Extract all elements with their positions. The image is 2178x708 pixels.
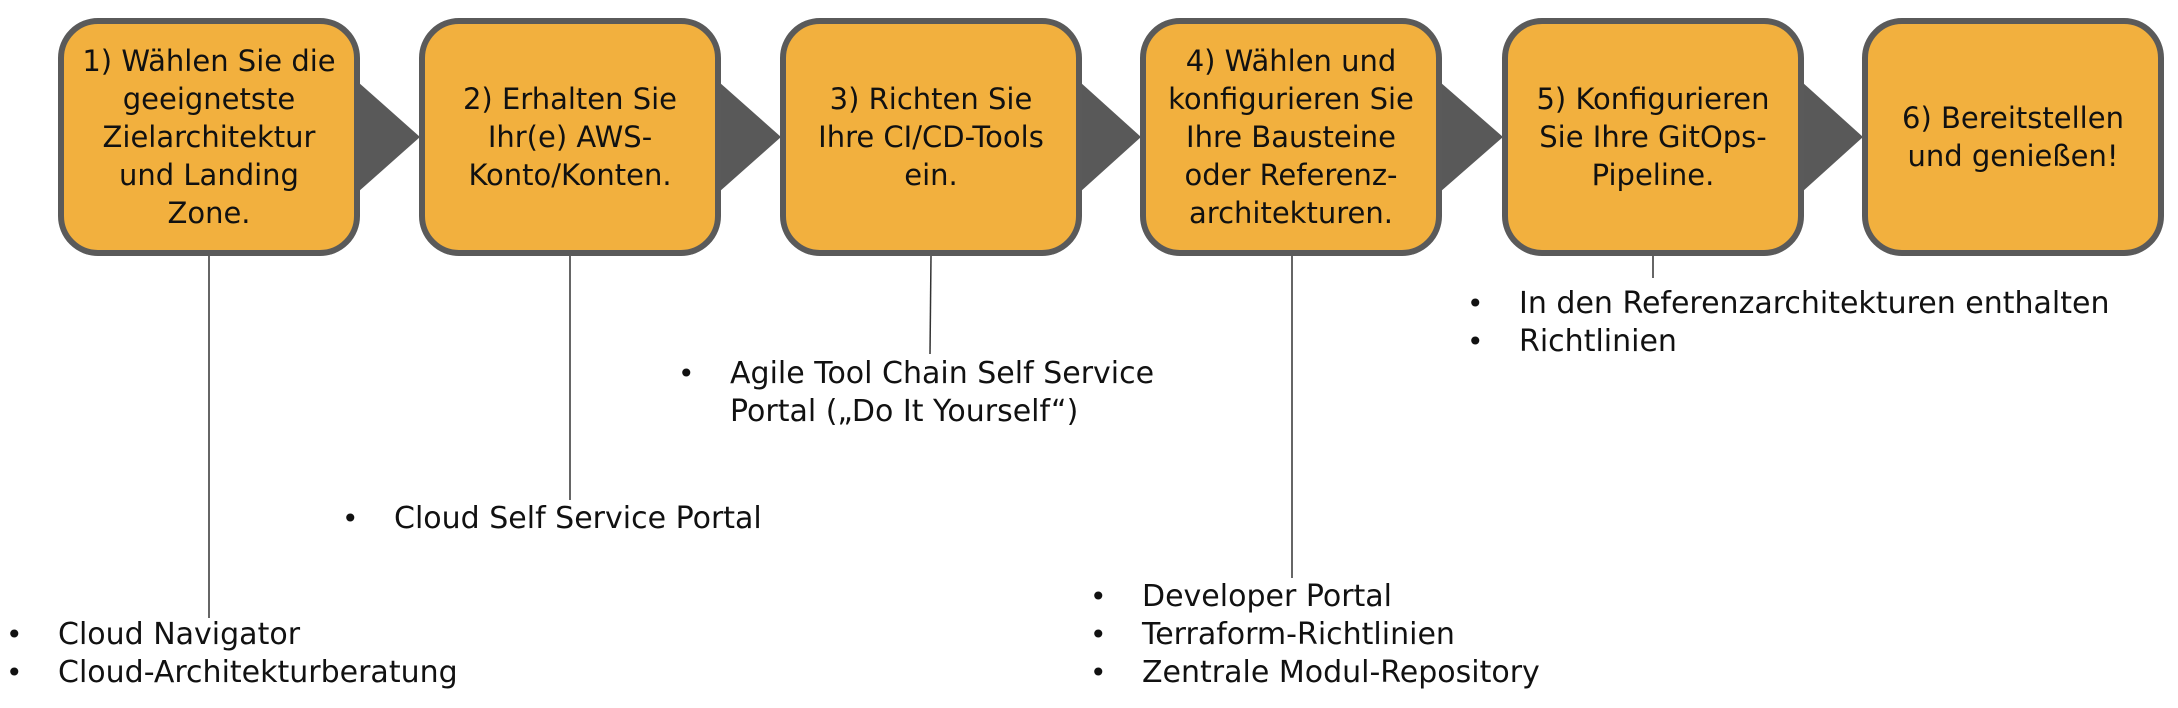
step-3-notes: Agile Tool Chain Self Service Portal („D… <box>678 355 1154 431</box>
step-3-box: 3) Richten Sie Ihre CI/CD-Tools ein. <box>780 18 1082 256</box>
arrow-4-5 <box>1440 82 1503 192</box>
step-1-notes: Cloud Navigator Cloud-Architekturberatun… <box>6 616 458 692</box>
note-item: Richtlinien <box>1467 323 2109 361</box>
note-item: Zentrale Modul-Repository <box>1090 654 1540 692</box>
arrow-5-6 <box>1802 82 1863 192</box>
note-item: Agile Tool Chain Self Service Portal („D… <box>678 355 1154 431</box>
step-2-notes: Cloud Self Service Portal <box>342 500 762 538</box>
arrow-1-2 <box>358 82 420 192</box>
note-item: Terraform-Richtlinien <box>1090 616 1540 654</box>
step-6-box: 6) Bereitstellen und genießen! <box>1862 18 2164 256</box>
note-item: In den Referenzarchitekturen enthalten <box>1467 285 2109 323</box>
arrow-2-3 <box>719 82 781 192</box>
step-1-label: 1) Wählen Sie die geeignetste Zielarchit… <box>82 44 336 230</box>
step-5-box: 5) Konfigurieren Sie Ihre GitOps-Pipelin… <box>1502 18 1804 256</box>
step-4-box: 4) Wählen und konfigurieren Sie Ihre Bau… <box>1140 18 1442 256</box>
note-item: Cloud-Architekturberatung <box>6 654 458 692</box>
note-item: Cloud Self Service Portal <box>342 500 762 538</box>
note-item: Developer Portal <box>1090 578 1540 616</box>
arrow-3-4 <box>1080 82 1141 192</box>
step-5-label: 5) Konfigurieren Sie Ihre GitOps-Pipelin… <box>1536 82 1770 192</box>
leader-line-3 <box>929 255 932 355</box>
step-1-box: 1) Wählen Sie die geeignetste Zielarchit… <box>58 18 360 256</box>
step-3-label: 3) Richten Sie Ihre CI/CD-Tools ein. <box>818 82 1044 192</box>
step-6-label: 6) Bereitstellen und genießen! <box>1902 101 2124 173</box>
step-2-box: 2) Erhalten Sie Ihr(e) AWS-Konto/Konten. <box>419 18 721 256</box>
step-4-label: 4) Wählen und konfigurieren Sie Ihre Bau… <box>1168 44 1414 230</box>
step-5-notes: In den Referenzarchitekturen enthalten R… <box>1467 285 2109 361</box>
step-2-label: 2) Erhalten Sie Ihr(e) AWS-Konto/Konten. <box>462 82 678 192</box>
note-item: Cloud Navigator <box>6 616 458 654</box>
step-4-notes: Developer Portal Terraform-Richtlinien Z… <box>1090 578 1540 692</box>
